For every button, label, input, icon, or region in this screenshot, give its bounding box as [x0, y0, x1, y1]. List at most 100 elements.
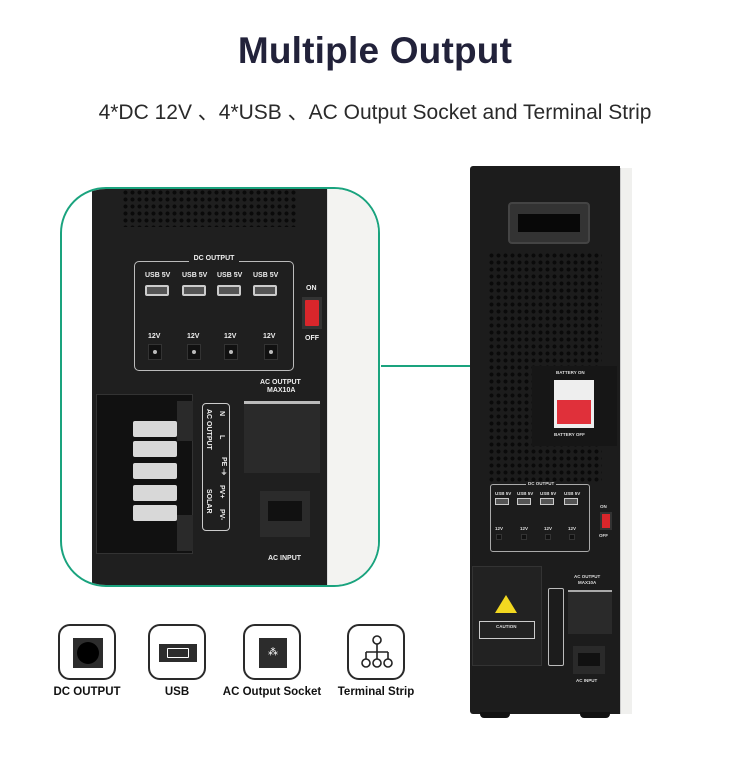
battery-off-label: BATTERY OFF: [554, 432, 585, 437]
terminal-label-table: [548, 588, 564, 666]
ac-output-max: MAX10A: [578, 580, 597, 585]
terminal-label-n: N: [218, 411, 225, 417]
dc-port: [496, 534, 502, 540]
feature-dc-output: DC OUTPUT: [27, 624, 147, 698]
dc-port: [545, 534, 551, 540]
usb-port: [540, 498, 554, 505]
carry-handle: [508, 202, 590, 244]
callout-line-horizontal: [381, 365, 485, 367]
usb-port-4: [253, 285, 277, 296]
ac-output-max: MAX10A: [267, 387, 296, 394]
terminal-group-solar: SOLAR: [205, 489, 212, 514]
device-body: BATTERY ON BATTERY OFF DC OUTPUT USB 5V …: [470, 166, 620, 714]
feature-ac-socket: ⁂ AC Output Socket: [212, 624, 332, 698]
terminal-block: [133, 505, 177, 521]
terminal-strip-bay: [96, 394, 193, 554]
page-title: Multiple Output: [237, 30, 513, 71]
dc-output-title: DC OUTPUT: [526, 481, 557, 486]
usb-label: USB 5V: [217, 272, 243, 279]
dc-jack-icon: [73, 638, 103, 668]
terminal-label-l: L: [218, 435, 225, 440]
ac-output-title: AC OUTPUT: [260, 379, 301, 386]
usb-label: USB 5V: [517, 491, 534, 496]
ac-input-inlet: [573, 646, 605, 674]
terminal-block: [133, 421, 177, 437]
usb-port: [517, 498, 531, 505]
dc-port-2: [187, 344, 201, 360]
dc-port-1: [148, 344, 162, 360]
caution-plate: CAUTION: [472, 566, 542, 666]
switch-on-label: ON: [306, 285, 317, 292]
dc-12v-label: 12V: [187, 333, 200, 340]
terminal-block: [133, 441, 177, 457]
usb-label: USB 5V: [253, 272, 279, 279]
page-subtitle: 4*DC 12V 、4*USB 、AC Output Socket and Te…: [98, 101, 652, 124]
terminal-block: [133, 485, 177, 501]
switch-on-label: ON: [600, 504, 607, 509]
dc-12v-label: 12V: [263, 333, 276, 340]
usb-label: USB 5V: [564, 491, 581, 496]
device-foot: [580, 712, 610, 718]
device-side-panel: [327, 189, 378, 585]
feature-label: AC Output Socket: [222, 686, 322, 698]
dc-port-3: [224, 344, 238, 360]
terminal-label-pv-minus: PV-: [218, 509, 225, 521]
battery-on-label: BATTERY ON: [556, 370, 585, 375]
warning-triangle-icon: [495, 595, 517, 613]
usb-port: [495, 498, 509, 505]
dc-port: [521, 534, 527, 540]
ac-input-label: AC INPUT: [268, 555, 302, 562]
caution-label-box: CAUTION: [479, 621, 535, 639]
usb-port-icon: [159, 644, 197, 662]
switch-off-label: OFF: [599, 533, 608, 538]
feature-label: Terminal Strip: [337, 686, 415, 698]
dc-12v-label: 12V: [148, 333, 161, 340]
ac-input-inlet: [260, 491, 310, 537]
ac-socket-icon: ⁂: [259, 638, 287, 668]
usb-label: USB 5V: [182, 272, 208, 279]
dc-12v-label: 12V: [544, 526, 553, 531]
dc-port: [569, 534, 575, 540]
zoomed-detail-panel: DC OUTPUT USB 5V USB 5V USB 5V USB 5V 12…: [60, 187, 380, 587]
dc-port-4: [264, 344, 278, 360]
vent-grille: [122, 189, 297, 227]
usb-label: USB 5V: [145, 272, 171, 279]
device-panel-closeup: DC OUTPUT USB 5V USB 5V USB 5V USB 5V 12…: [92, 189, 327, 585]
usb-port-1: [145, 285, 169, 296]
ac-output-title: AC OUTPUT: [574, 574, 601, 579]
feature-label: USB: [164, 686, 190, 698]
switch-off-label: OFF: [305, 335, 319, 342]
dc-12v-label: 12V: [520, 526, 529, 531]
terminal-label-pv-plus: PV+: [218, 485, 225, 499]
terminal-block: [133, 463, 177, 479]
ac-input-label: AC INPUT: [576, 678, 598, 683]
dc-12v-label: 12V: [224, 333, 237, 340]
feature-terminal-strip: Terminal Strip: [316, 624, 436, 698]
dc-12v-label: 12V: [568, 526, 577, 531]
ac-universal-socket: [244, 401, 320, 473]
terminal-mount-tab: [177, 515, 193, 551]
device-side-panel: [620, 168, 632, 714]
usb-label: USB 5V: [540, 491, 557, 496]
terminal-strip-icon: [361, 635, 393, 668]
feature-label: DC OUTPUT: [53, 686, 121, 698]
usb-port-2: [182, 285, 206, 296]
dc-output-title: DC OUTPUT: [188, 255, 240, 262]
usb-port-3: [217, 285, 241, 296]
battery-breaker: [554, 380, 594, 428]
feature-usb: USB: [117, 624, 237, 698]
device-foot: [480, 712, 510, 718]
terminal-label-pe: PE ⏚: [220, 457, 227, 476]
terminal-label-table: [202, 403, 230, 531]
terminal-mount-tab: [177, 401, 193, 441]
power-rocker-switch: [302, 297, 322, 329]
caution-label: CAUTION: [496, 624, 517, 629]
ac-universal-socket: [568, 590, 612, 634]
usb-port: [564, 498, 578, 505]
usb-label: USB 5V: [495, 491, 512, 496]
dc-12v-label: 12V: [495, 526, 504, 531]
terminal-group-ac: AC OUTPUT: [205, 409, 212, 450]
inverter-device: BATTERY ON BATTERY OFF DC OUTPUT USB 5V …: [470, 166, 632, 718]
battery-breaker-plate: BATTERY ON BATTERY OFF: [532, 366, 617, 446]
power-rocker-switch: [600, 512, 612, 530]
